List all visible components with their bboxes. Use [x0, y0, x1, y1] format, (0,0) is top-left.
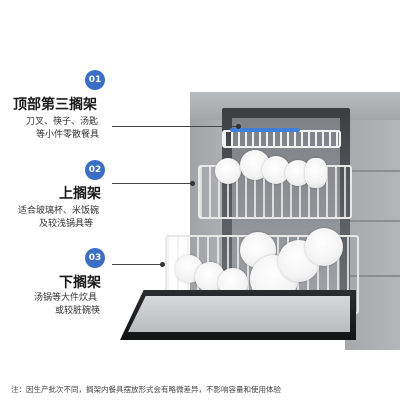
callout-desc-2-line1: 适合玻璃杯、米饭碗: [18, 206, 100, 216]
leader-line-3: [112, 264, 162, 265]
leader-dot-3: [160, 262, 165, 267]
callout-desc-3-line2: 或较脏碗筷: [55, 306, 101, 316]
leader-line-1: [112, 126, 238, 127]
callout-number-3: 03: [85, 248, 105, 268]
third-rack: [222, 130, 341, 148]
drawer-divider: [345, 170, 400, 172]
callout-desc-1-line2: 等小件零散餐具: [36, 130, 100, 140]
callout-title-1: 顶部第三搁架: [13, 97, 97, 113]
drawer-divider: [345, 275, 400, 277]
callout-desc-1-line1: 刀叉、筷子、汤匙: [26, 117, 99, 127]
callout-title-2: 上搁架: [59, 186, 101, 202]
callout-desc-3-line1: 汤锅等大件炊具: [34, 293, 98, 303]
third-rack-handle: [230, 128, 300, 132]
glass: [305, 158, 327, 188]
footnote: 注：因生产批次不同，搁架内餐具摆放形式会有略微差异，不影响容量和使用体验: [11, 385, 281, 394]
bowl: [215, 158, 241, 184]
callout-number-1: 01: [85, 70, 105, 90]
callout-title-3: 下搁架: [59, 275, 101, 291]
leader-dot-2: [190, 181, 195, 186]
callout-number-2: 02: [85, 160, 105, 180]
drawer-divider: [345, 220, 400, 222]
leader-line-2: [112, 183, 192, 184]
plate: [305, 228, 343, 266]
callout-desc-2-line2: 及较浅锅具等: [39, 219, 94, 229]
leader-dot-1: [236, 124, 241, 129]
door-panel: [128, 296, 350, 332]
